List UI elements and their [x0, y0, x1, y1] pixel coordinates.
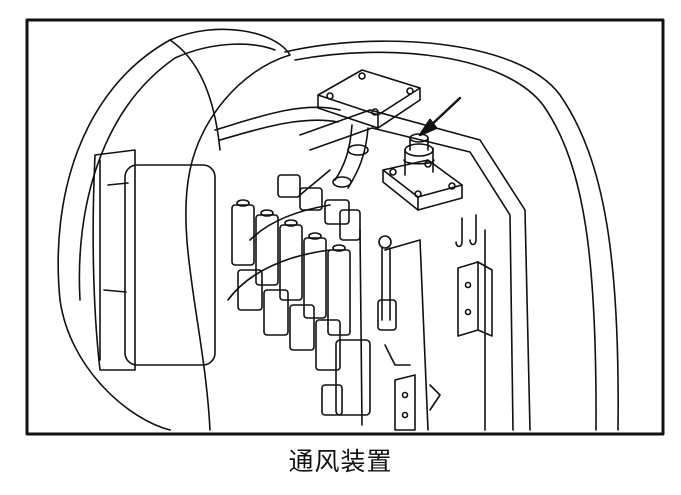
hose	[214, 106, 341, 141]
callout-arrow	[418, 96, 462, 137]
breather-flange	[382, 133, 463, 211]
cover-plate	[317, 69, 421, 129]
armrest	[92, 149, 216, 371]
figure-caption: 通风装置	[288, 447, 393, 476]
cabin-shell-inner	[294, 51, 597, 431]
panel-slots	[394, 214, 493, 431]
seat-back	[57, 28, 291, 431]
illustration-frame	[25, 18, 665, 436]
link-rod	[377, 235, 411, 366]
elbow-pipe	[332, 124, 369, 189]
valve-bank	[227, 169, 371, 416]
cabin-shell-outer	[284, 40, 619, 431]
